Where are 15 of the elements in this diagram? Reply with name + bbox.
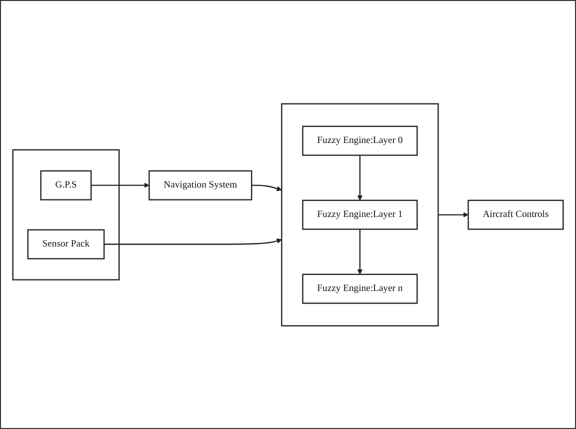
node-box: Navigation System: [148, 170, 252, 200]
node-box: Aircraft Controls: [468, 199, 564, 230]
arrow: [438, 212, 468, 218]
cluster: [281, 102, 439, 326]
node-box: Fuzzy Engine:Layer 0: [302, 125, 418, 156]
arrow: [357, 228, 363, 274]
arrow: [91, 182, 150, 188]
node-box: Fuzzy Engine:Layer n: [302, 273, 418, 304]
arrow: [357, 154, 363, 200]
node-box: Sensor Pack: [27, 228, 105, 260]
cluster: [12, 148, 120, 280]
node-box: G.P.S: [40, 170, 92, 200]
arrow: [252, 184, 282, 191]
arrow: [104, 238, 282, 245]
node-box: Fuzzy Engine:Layer 1: [302, 199, 418, 230]
